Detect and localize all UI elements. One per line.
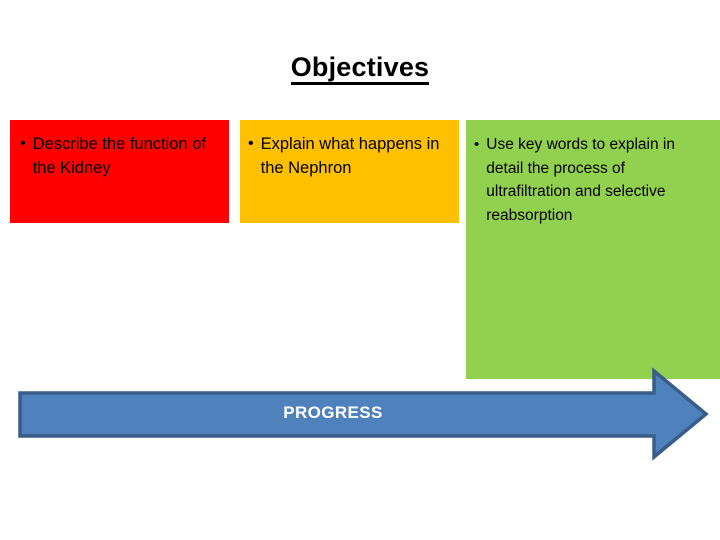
objective-bullet-row: • Describe the function of the Kidney — [20, 133, 223, 180]
objective-box-green: • Use key words to explain in detail the… — [466, 120, 720, 379]
objective-box-amber: • Explain what happens in the Nephron — [240, 120, 459, 223]
objective-text-key-words-ultrafiltration: Use key words to explain in detail the p… — [486, 136, 675, 225]
objective-bullet-row: • Explain what happens in the Nephron — [248, 133, 453, 180]
arrow-polygon — [18, 367, 709, 461]
bullet-icon: • — [474, 136, 480, 153]
page-title: Objectives — [0, 52, 720, 86]
bullet-icon: • — [20, 135, 26, 152]
page-title-text: Objectives — [290, 53, 430, 86]
objective-text-explain-nephron: Explain what happens in the Nephron — [260, 135, 440, 177]
objective-bullet-row: • Use key words to explain in detail the… — [474, 133, 712, 228]
bullet-icon: • — [248, 135, 254, 152]
right-arrow-icon — [18, 367, 709, 461]
objective-text-describe-kidney-function: Describe the function of the Kidney — [32, 135, 206, 177]
objective-box-red: • Describe the function of the Kidney — [10, 120, 229, 223]
progress-arrow-shape — [18, 362, 710, 466]
